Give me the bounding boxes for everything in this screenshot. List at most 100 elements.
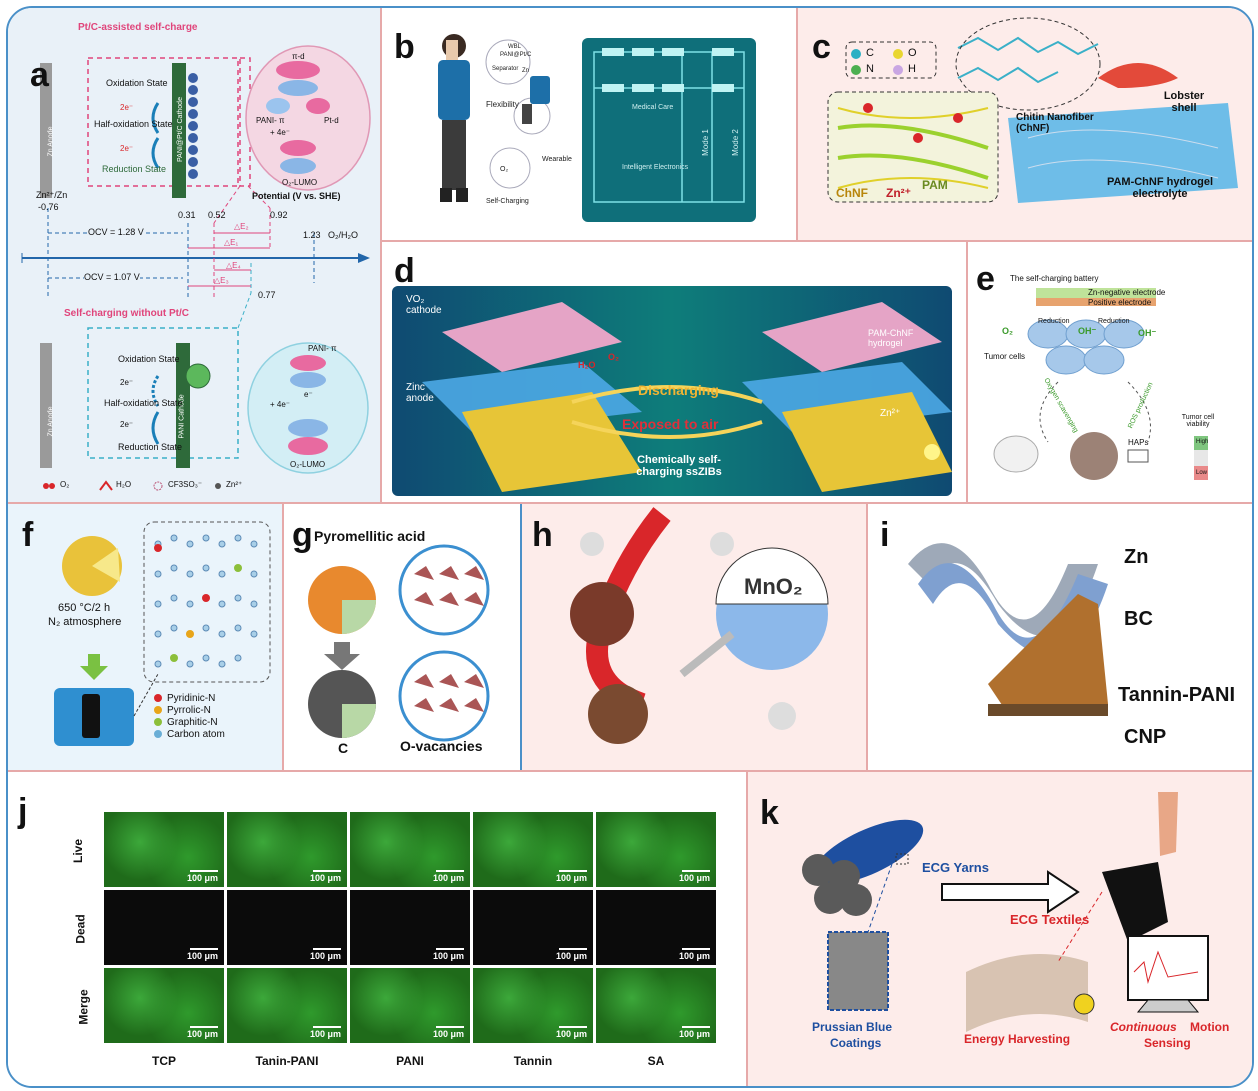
e-minus-bottom: e⁻ [304,390,313,399]
pani-pi: PANI- π [256,116,285,125]
f-legend-item: Pyridinic-N [154,692,225,704]
microscopy-image: 100 μm [596,968,716,1043]
panel-i-diagram [908,543,1108,716]
panel-h: h MnO₂ [522,504,866,770]
column-label: SA [647,1054,665,1068]
g-c: C [338,740,349,756]
c-legend-o: O [908,47,917,59]
e-reduction2: Reduction [1098,318,1130,325]
b-mode2: Mode 2 [730,129,740,156]
b-intelligent: Intelligent Electronics [622,164,689,171]
d-discharging: Discharging [638,382,719,398]
e-battery: The self-charging battery [1010,274,1099,283]
h-mno2: MnO₂ [744,574,803,599]
e-oh1: OH⁻ [1078,326,1097,336]
o2-lumo-bottom: O₂-LUMO [290,460,326,469]
panel-b-diagram [438,34,756,222]
pi-d: π-d [292,52,305,61]
panel-f-diagram [54,521,271,746]
panel-i-label: i [880,516,890,554]
panel-h-diagram [570,507,829,744]
panel-c-label: c [812,28,831,66]
b-o2: O₂ [500,166,509,173]
k-textiles: ECG Textiles [1010,912,1090,927]
microscopy-image: 100 μm [596,890,716,965]
four-e-bottom: + 4e⁻ [270,400,291,409]
divider [8,770,1252,772]
e-neg: Zn-negative electrode [1088,288,1166,297]
panel-f-label: f [22,516,34,554]
panel-d-diagram [392,286,952,496]
f-legend-dot [154,718,162,726]
panel-e: e The self-charging battery Zn-negative … [968,242,1252,502]
e-pos: Positive electrode [1088,298,1152,307]
i-cnp: CNP [1124,726,1167,748]
v092: 0.92 [270,210,288,220]
f-legend-label: Pyrrolic-N [167,704,211,716]
c-chnf-title: Chitin Nanofiber (ChNF) [1016,112,1094,134]
divider [380,8,382,502]
f-legend-item: Carbon atom [154,728,225,740]
microscopy-image: 100 μm [227,890,347,965]
microscopy-image: 100 μm [104,812,224,887]
c-chnf: ChNF [836,186,868,200]
b-wbl: WBL [508,44,522,50]
c-legend-c: C [866,47,874,59]
f-legend-dot [154,694,162,702]
column-label: Tannin [513,1054,553,1068]
oxidation-bottom: Oxidation State [118,354,180,364]
panel-a-diagram [21,45,371,491]
k-motion2: Sensing [1144,1036,1191,1050]
divider [746,772,748,1086]
panel-b-label: b [394,28,415,66]
column-label: PANI [396,1054,424,1068]
scale-label: 100 μm [678,1029,710,1039]
scale-label: 100 μm [309,1029,341,1039]
d-exposed: Exposed to air [622,416,719,432]
row-label: Merge [76,989,91,1025]
v-neg076: -0.76 [38,202,59,212]
de1: △E₁ [224,238,239,247]
f-legend-label: Graphitic-N [167,716,218,728]
microscopy-image: 100 μm [227,968,347,1043]
f-legend-item: Graphitic-N [154,716,225,728]
b-separator: Separator [492,66,519,72]
panel-d-label: d [394,252,415,290]
panel-a-title-bottom: Self-charging without Pt/C [64,308,189,319]
b-medical: Medical Care [632,104,674,111]
cathode-top: PANI@Pt/C Cathode [176,97,184,162]
scale-label: 100 μm [432,1029,464,1039]
two-e-bottom-1: 2e⁻ [120,378,134,387]
c-lobster: Lobster shell [1163,90,1205,114]
reduction-bottom: Reduction State [118,442,183,452]
ocv1: OCV = 1.28 V [88,227,144,237]
scale-label: 100 μm [432,951,464,961]
scale-bar [313,870,341,872]
panel-a: Pt/C-assisted self-charge a Zn Anode PAN… [8,8,380,502]
panel-c-diagram [827,17,1238,203]
scale-label: 100 μm [555,1029,587,1039]
i-bc: BC [1124,608,1153,630]
scale-label: 100 μm [555,951,587,961]
d-vo2: VO₂ cathode [406,294,442,316]
scale-bar [313,948,341,950]
four-e-top: + 4e⁻ [270,128,291,137]
panel-k: k ECG Yarns ECG Textiles Prussian Blue C… [748,772,1252,1086]
pt-d: Pt-d [324,116,339,125]
legend-h2o: H₂O [116,480,132,489]
d-o2: O₂ [608,352,619,362]
de4: △E₄ [226,261,241,270]
zn-anode-bottom: Zn Anode [47,406,55,437]
g-acid: Pyromellitic acid [314,528,426,544]
e-high: High [1196,439,1209,445]
d-hydrogel: PAM-ChNF hydrogel [868,328,914,348]
d-zn2: Zn²⁺ [880,408,901,419]
legend-zn2: Zn²⁺ [226,480,243,489]
c-pam: PAM [922,178,948,192]
scale-bar [436,1026,464,1028]
b-self-charging: Self-Charging [486,198,529,205]
panel-k-diagram [802,792,1209,1032]
